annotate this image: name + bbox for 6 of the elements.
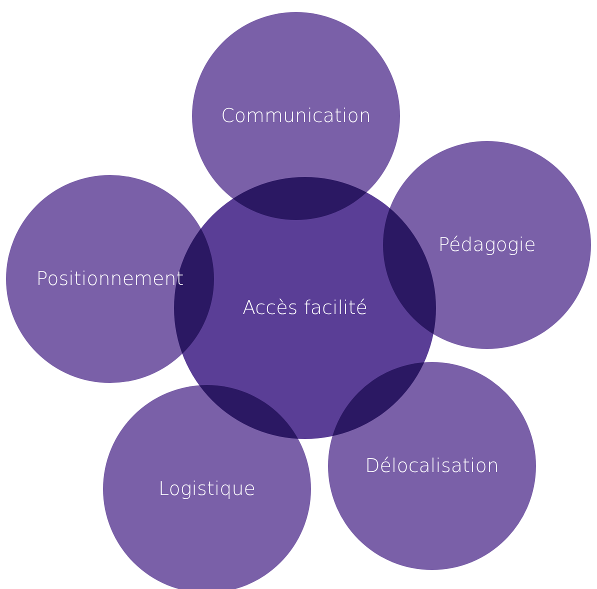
bubble-label: Pédagogie — [438, 234, 536, 256]
bubble-label: Logistique — [158, 478, 256, 500]
bubble-label: Communication — [221, 105, 371, 127]
bubble-label: Délocalisation — [365, 455, 499, 477]
bubble-label: Positionnement — [36, 268, 184, 290]
bubble-label: Accès facilité — [242, 297, 368, 319]
